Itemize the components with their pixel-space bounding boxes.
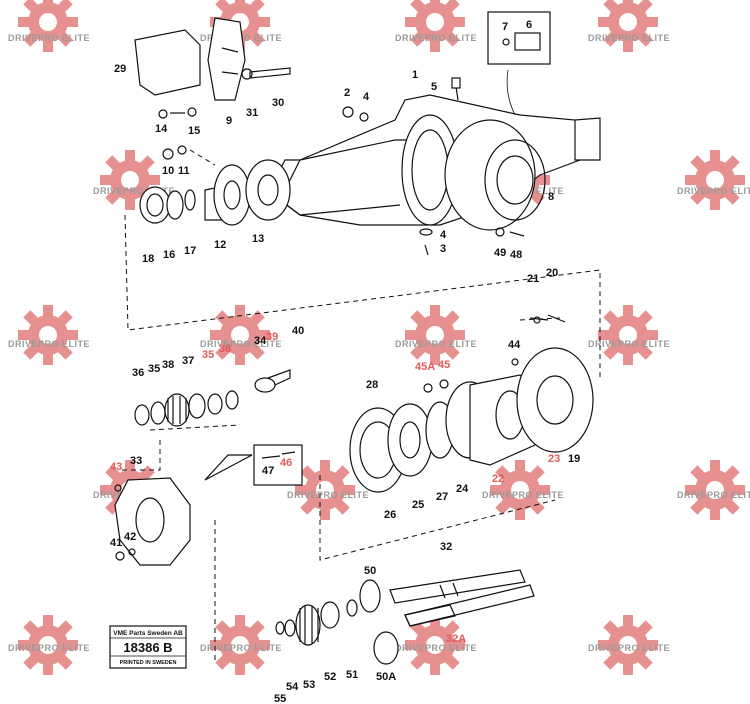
label-16: 16: [163, 249, 175, 261]
label-32a: 32A: [446, 633, 466, 645]
watermark-text: DRIVEPRO ELITE: [395, 339, 477, 349]
label-46: 46: [280, 457, 292, 469]
label-14: 14: [155, 123, 168, 135]
label-29: 29: [114, 63, 126, 75]
label-9: 9: [226, 115, 232, 127]
label-4: 4: [363, 91, 370, 103]
label-21: 21: [527, 273, 539, 285]
label-22: 22: [492, 473, 504, 485]
watermark-text: DRIVEPRO ELITE: [8, 33, 90, 43]
label-49: 49: [494, 247, 506, 259]
label-50a: 50A: [376, 671, 396, 683]
bracket-29: [134, 17, 291, 101]
watermark-text: DRIVEPRO ELITE: [287, 490, 369, 500]
watermark-text: DRIVEPRO ELITE: [93, 186, 175, 196]
label-52: 52: [324, 671, 336, 683]
label-17: 17: [184, 245, 196, 257]
planetary-carrier: [349, 347, 594, 493]
label-20: 20: [546, 267, 558, 279]
pin-34: [254, 369, 291, 393]
watermark-text: DRIVEPRO ELITE: [8, 339, 90, 349]
axle-housing: [274, 94, 601, 231]
label-2: 2: [344, 87, 350, 99]
label-45: 45: [438, 359, 450, 371]
bolts-20-21: [529, 314, 566, 324]
part-labels: 1 2 3 4 4 5 6 7 8 9 10 11 12 13 14 15 16…: [110, 19, 580, 704]
small-fasteners: [158, 77, 525, 256]
watermark-text: DRIVEPRO ELITE: [588, 643, 670, 653]
parts-stamp: VME Parts Sweden AB 18386 B PRINTED IN S…: [109, 625, 187, 669]
label-3: 3: [440, 243, 446, 255]
stamp-company: VME Parts Sweden AB: [113, 630, 183, 637]
watermark-text: DRIVEPRO ELITE: [395, 33, 477, 43]
label-47: 47: [262, 465, 274, 477]
label-54: 54: [286, 681, 299, 693]
label-43: 43: [110, 461, 122, 473]
label-35b: 35: [202, 349, 214, 361]
watermark-layer: [18, 0, 745, 675]
label-7: 7: [502, 21, 508, 33]
watermark-text: DRIVEPRO ELITE: [200, 643, 282, 653]
watermark-text: DRIVEPRO ELITE: [200, 339, 282, 349]
inset-box-6-7: [487, 11, 551, 116]
label-36b: 36: [219, 343, 231, 355]
label-39: 39: [266, 331, 278, 343]
label-44: 44: [508, 339, 521, 351]
label-34: 34: [254, 335, 267, 347]
guide-lines-middle: [149, 424, 556, 660]
label-6: 6: [526, 19, 532, 31]
watermark-text: DRIVEPRO ELITE: [677, 490, 750, 500]
guide-lines-upper: [124, 214, 601, 380]
label-38: 38: [162, 359, 174, 371]
label-12: 12: [214, 239, 226, 251]
label-28: 28: [366, 379, 378, 391]
watermark-text: DRIVEPRO ELITE: [677, 186, 750, 196]
label-40: 40: [292, 325, 304, 337]
label-18: 18: [142, 253, 154, 265]
stamp-printed: PRINTED IN SWEDEN: [120, 660, 177, 666]
watermark-text: DRIVEPRO ELITE: [395, 643, 477, 653]
label-55: 55: [274, 693, 286, 704]
label-25: 25: [412, 499, 424, 511]
label-42: 42: [124, 531, 136, 543]
stamp-code: 18386 B: [123, 640, 172, 655]
label-41: 41: [110, 537, 122, 549]
label-50: 50: [364, 565, 376, 577]
watermark-text: DRIVEPRO ELITE: [588, 339, 670, 349]
watermark-text: DRIVEPRO ELITE: [8, 643, 90, 653]
inset-box-46-47: [204, 444, 303, 486]
label-35: 35: [148, 363, 160, 375]
label-15: 15: [188, 125, 200, 137]
label-51: 51: [346, 669, 358, 681]
label-36: 36: [132, 367, 144, 379]
drive-shafts: [389, 569, 535, 627]
label-31: 31: [246, 107, 258, 119]
watermark-text: DRIVEPRO ELITE: [588, 33, 670, 43]
watermark-text: DRIVEPRO ELITE: [482, 490, 564, 500]
hub-parts-upper: [139, 145, 291, 226]
label-5: 5: [431, 81, 437, 93]
label-30: 30: [272, 97, 284, 109]
bearing-stack-36-38: [134, 390, 239, 427]
label-11: 11: [178, 165, 190, 177]
label-10: 10: [162, 165, 174, 177]
label-24: 24: [456, 483, 469, 495]
label-4b: 4: [440, 229, 447, 241]
label-27: 27: [436, 491, 448, 503]
label-48: 48: [510, 249, 522, 261]
label-32: 32: [440, 541, 452, 553]
label-45a: 45A: [415, 361, 435, 373]
label-53: 53: [303, 679, 315, 691]
wheel-hub-lower: [114, 440, 191, 566]
washers-50-54: [275, 579, 399, 665]
label-8: 8: [548, 191, 554, 203]
label-33: 33: [130, 455, 142, 467]
label-23: 23: [548, 453, 560, 465]
label-1: 1: [412, 69, 418, 81]
label-19: 19: [568, 453, 580, 465]
label-37: 37: [182, 355, 194, 367]
label-13: 13: [252, 233, 264, 245]
label-26: 26: [384, 509, 396, 521]
